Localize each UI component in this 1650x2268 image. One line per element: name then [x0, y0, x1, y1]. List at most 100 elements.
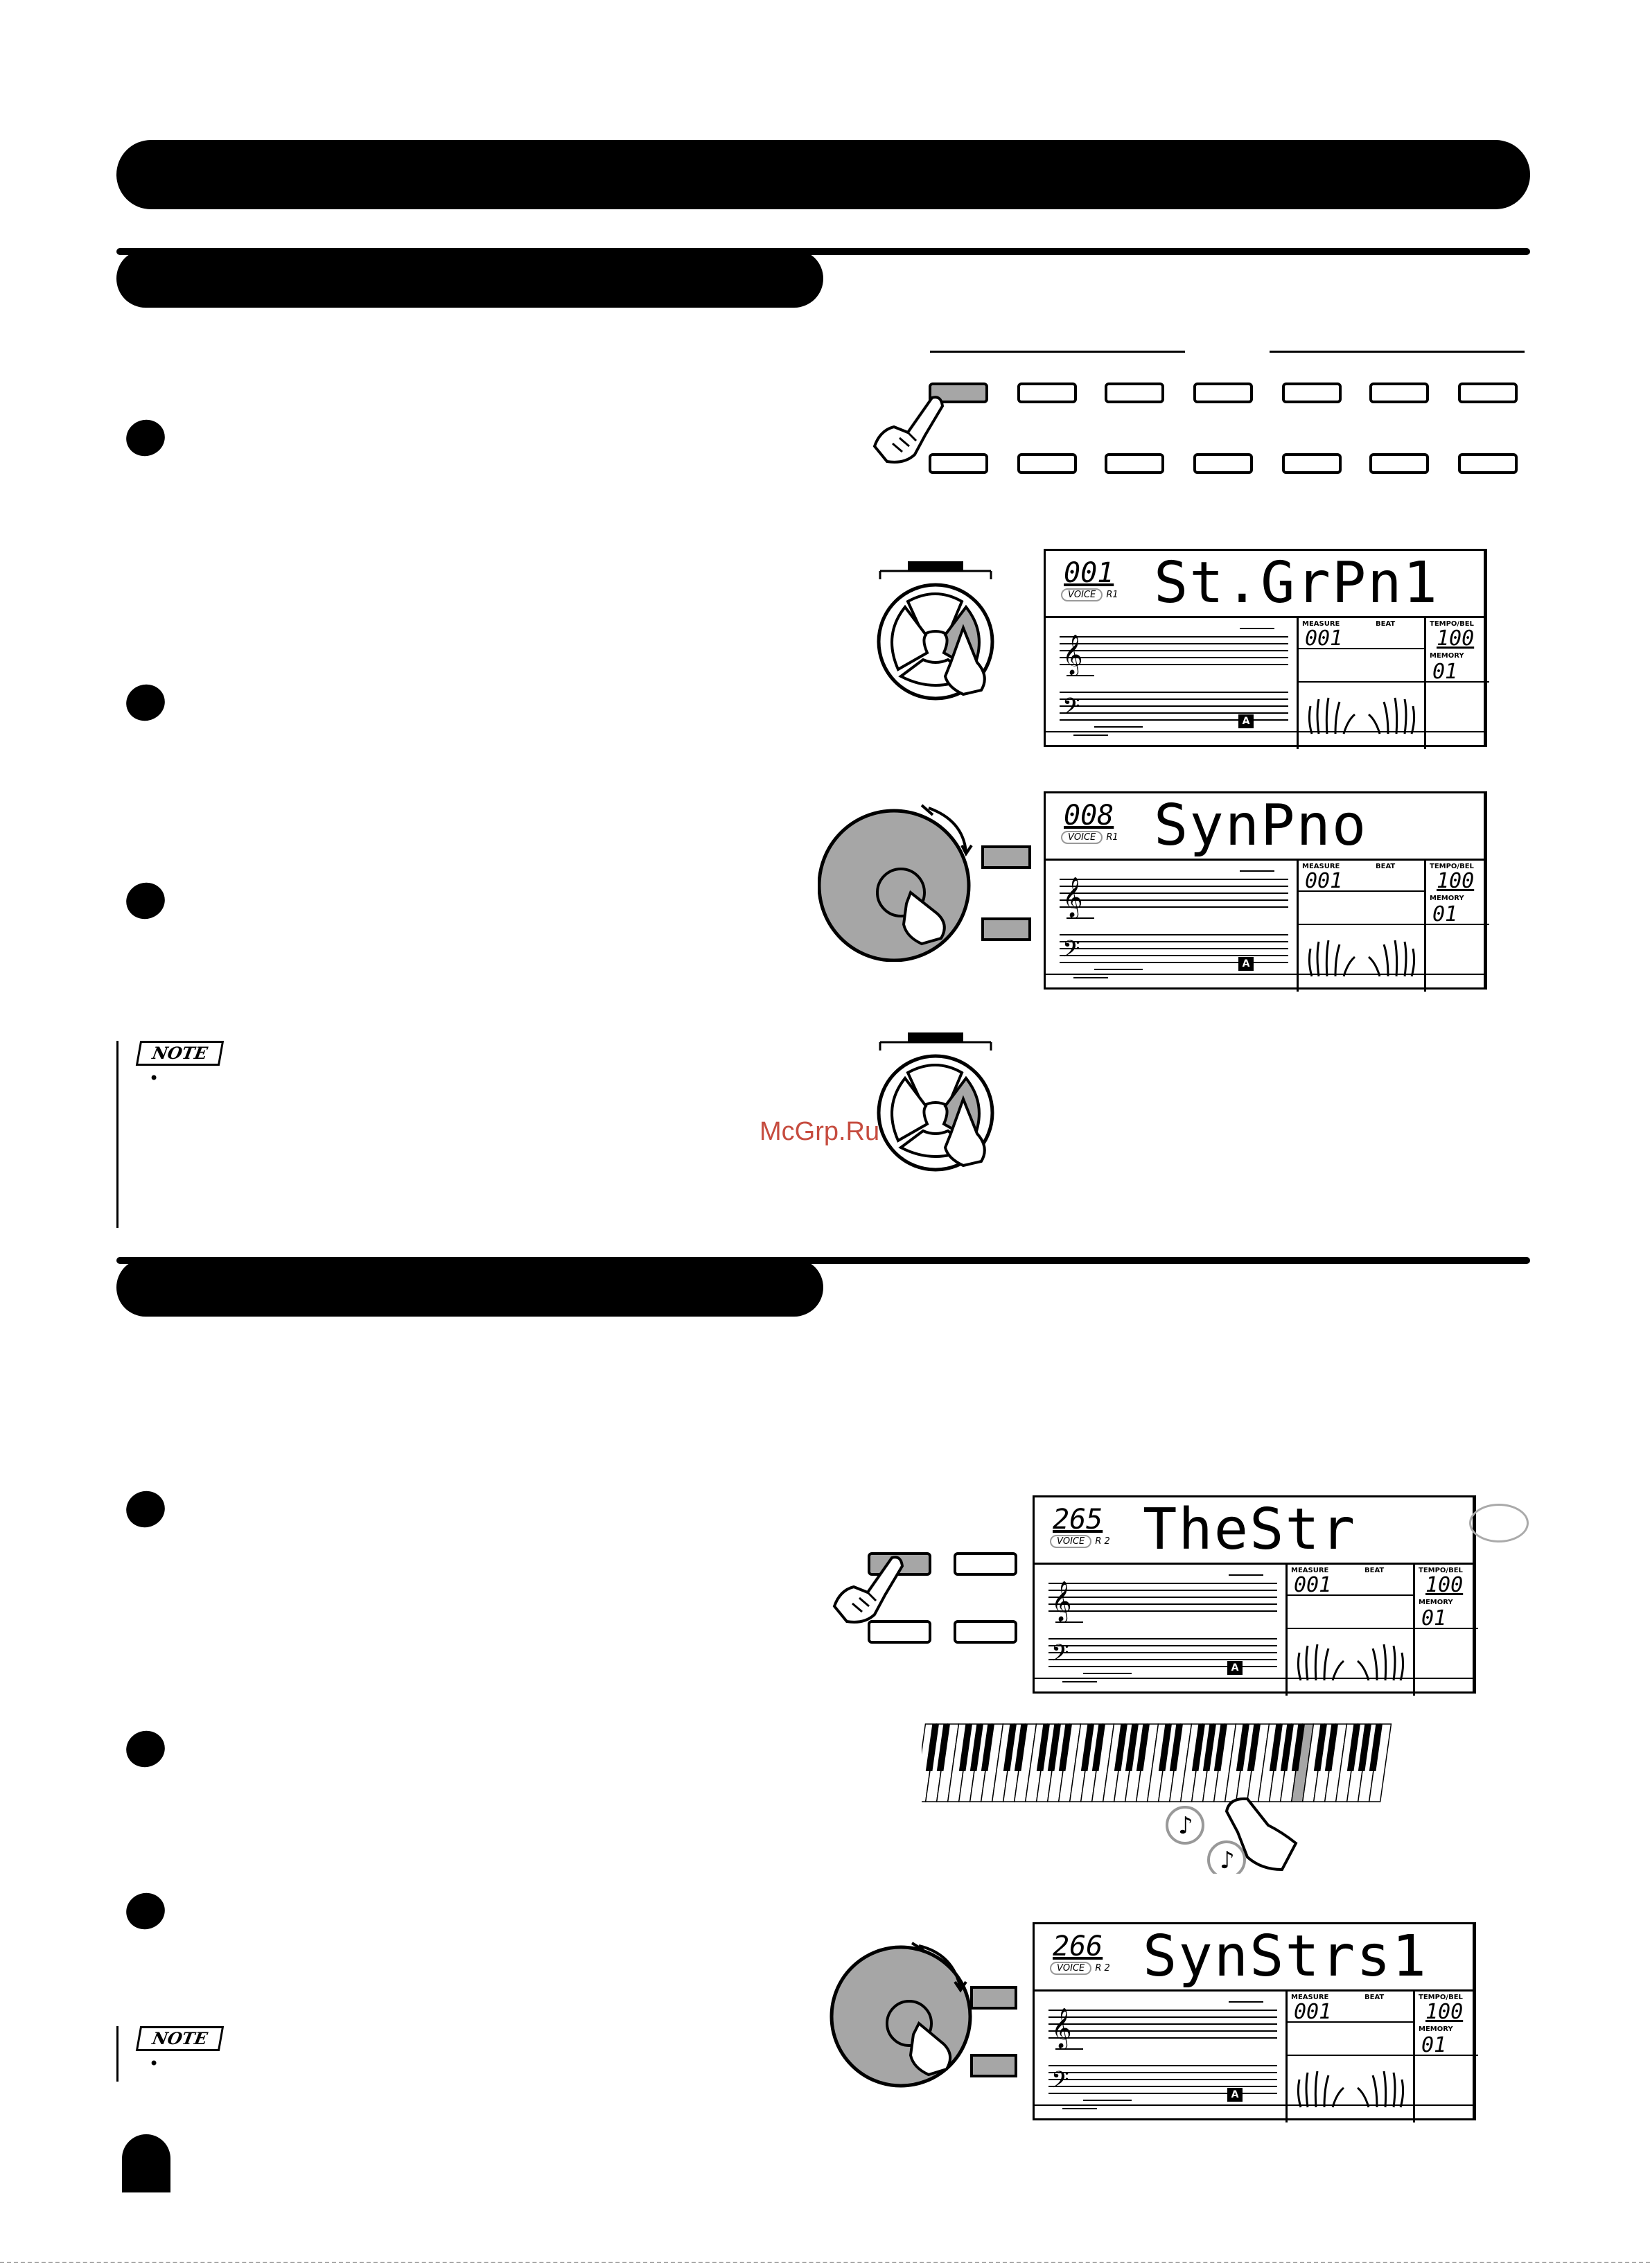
lcd-beat-label: BEAT — [1376, 620, 1396, 628]
page-title-bar — [116, 140, 1530, 209]
knob-icon[interactable] — [825, 1933, 1039, 2093]
note-box-2: NOTE • — [116, 2026, 225, 2082]
knob-icon[interactable] — [818, 802, 1033, 962]
lcd-mode-letter: A — [1238, 957, 1254, 971]
lcd-voice-number: 265 — [1053, 1504, 1103, 1536]
step-2-bullet — [121, 1725, 170, 1773]
panel-button-c[interactable] — [868, 1620, 931, 1644]
hands-icon — [1297, 2071, 1405, 2108]
black-key — [936, 1724, 950, 1771]
lcd-voice-label: VOICE — [1050, 1535, 1092, 1548]
note-bullet: • — [149, 2054, 159, 2073]
music-note-glyph: ♪ — [1178, 1812, 1193, 1840]
lcd-measure-label: MEASURE — [1291, 1567, 1329, 1574]
lcd-tempo-value: 100 — [1437, 869, 1475, 893]
black-key — [981, 1724, 994, 1771]
panel-button-10[interactable] — [1105, 453, 1164, 474]
panel-button-14[interactable] — [1458, 453, 1518, 474]
panel-button-2[interactable] — [1017, 383, 1077, 403]
lcd-mode-letter: A — [1227, 2088, 1243, 2102]
lcd-display-2: 008 VOICE R1 SynPno MEASURE BEAT 001 TEM… — [1044, 791, 1489, 992]
black-key — [1324, 1724, 1338, 1771]
hand-pointer-icon — [1225, 1797, 1298, 1872]
lcd-tempo-value: 100 — [1425, 1573, 1464, 1597]
black-key — [1036, 1724, 1050, 1771]
panel-button-7[interactable] — [1458, 383, 1518, 403]
black-key — [1080, 1724, 1094, 1771]
lcd-tempo-label: TEMPO/BEL — [1419, 1994, 1463, 2001]
split-indicator-highlight — [1469, 1504, 1529, 1542]
panel-button-8[interactable] — [929, 453, 988, 474]
lcd-memory-label: MEMORY — [1430, 652, 1464, 660]
treble-clef-icon: 𝄞 — [1062, 877, 1083, 919]
lcd-memory-value: 01 — [1432, 660, 1458, 684]
treble-clef-icon: 𝄞 — [1062, 634, 1083, 676]
black-key — [1291, 1724, 1305, 1771]
hands-icon — [1308, 697, 1416, 735]
step-2-bullet — [121, 679, 170, 726]
panel-button-b[interactable] — [954, 1552, 1017, 1576]
black-key — [1003, 1724, 1017, 1771]
panel-button-5[interactable] — [1282, 383, 1342, 403]
panel-button-d[interactable] — [954, 1620, 1017, 1644]
panel-button-11[interactable] — [1193, 453, 1253, 474]
panel-button-9[interactable] — [1017, 453, 1077, 474]
panel-button-4[interactable] — [1193, 383, 1253, 403]
panel-button-3[interactable] — [1105, 383, 1164, 403]
step-1-bullet — [121, 1486, 170, 1533]
lcd-voice-label: VOICE — [1050, 1962, 1092, 1975]
lcd-voice-number: 008 — [1064, 800, 1114, 832]
black-key — [1158, 1724, 1172, 1771]
black-key — [1346, 1724, 1360, 1771]
lcd-voice-name: SynStrs1 — [1143, 1924, 1428, 1989]
lcd-mode-letter: A — [1227, 1661, 1243, 1675]
bass-clef-icon: 𝄢 — [1051, 2067, 1069, 2099]
lcd-part-label: R 2 — [1095, 1536, 1110, 1547]
lcd-measure-value: 001 — [1294, 1573, 1332, 1597]
black-key — [958, 1724, 972, 1771]
black-key — [1136, 1724, 1150, 1771]
step-3-bullet — [121, 877, 170, 924]
keyboard-icon[interactable]: ♪♪ — [922, 1721, 1407, 1874]
hands-icon — [1297, 1644, 1405, 1681]
hand-pointer-icon — [872, 396, 945, 464]
hands-icon — [1308, 940, 1416, 977]
lcd-part-label: R 2 — [1095, 1963, 1110, 1973]
section-2-rule — [116, 1257, 1530, 1264]
black-key — [1114, 1724, 1127, 1771]
watermark: McGrp.Ru — [760, 1117, 880, 1146]
note-bullet: • — [149, 1069, 159, 1088]
music-note-icon — [1207, 1840, 1246, 1874]
step-1-bullet — [121, 414, 170, 461]
lcd-memory-value: 01 — [1421, 2033, 1447, 2057]
lcd-measure-label: MEASURE — [1302, 863, 1340, 870]
panel-button-13[interactable] — [1369, 453, 1429, 474]
lcd-tempo-label: TEMPO/BEL — [1430, 863, 1474, 870]
section-2-header — [116, 1258, 823, 1317]
black-key — [1247, 1724, 1261, 1771]
panel-button-6[interactable] — [1369, 383, 1429, 403]
lcd-mode-letter: A — [1238, 714, 1254, 728]
lcd-measure-label: MEASURE — [1291, 1994, 1329, 2001]
black-key — [1169, 1724, 1183, 1771]
lcd-voice-name: St.GrPn1 — [1154, 550, 1439, 616]
panel-button-12[interactable] — [1282, 453, 1342, 474]
lcd-beat-label: BEAT — [1364, 1567, 1385, 1574]
lcd-staff: 𝄞 𝄢 — [1060, 870, 1288, 978]
dial-icon[interactable] — [859, 559, 1012, 704]
dial-icon[interactable] — [859, 1030, 1012, 1175]
lcd-memory-label: MEMORY — [1419, 1599, 1453, 1606]
lcd-voice-name: SynPno — [1154, 793, 1368, 859]
lcd-staff: 𝄞 𝄢 — [1048, 1574, 1277, 1682]
note-tag: NOTE — [135, 1041, 225, 1066]
lcd-measure-label: MEASURE — [1302, 620, 1340, 628]
lcd-voice-tag: VOICE R 2 — [1050, 1960, 1110, 1975]
black-key — [1213, 1724, 1227, 1771]
lcd-tempo-label: TEMPO/BEL — [1430, 620, 1474, 628]
bass-clef-icon: 𝄢 — [1062, 936, 1080, 968]
music-note-glyph: ♪ — [1220, 1847, 1235, 1874]
treble-clef-icon: 𝄞 — [1051, 1581, 1072, 1623]
lcd-display-4: 266 VOICE R 2 SynStrs1 MEASURE BEAT 001 … — [1033, 1922, 1478, 2122]
black-key — [1191, 1724, 1205, 1771]
treble-clef-icon: 𝄞 — [1051, 2007, 1072, 2050]
